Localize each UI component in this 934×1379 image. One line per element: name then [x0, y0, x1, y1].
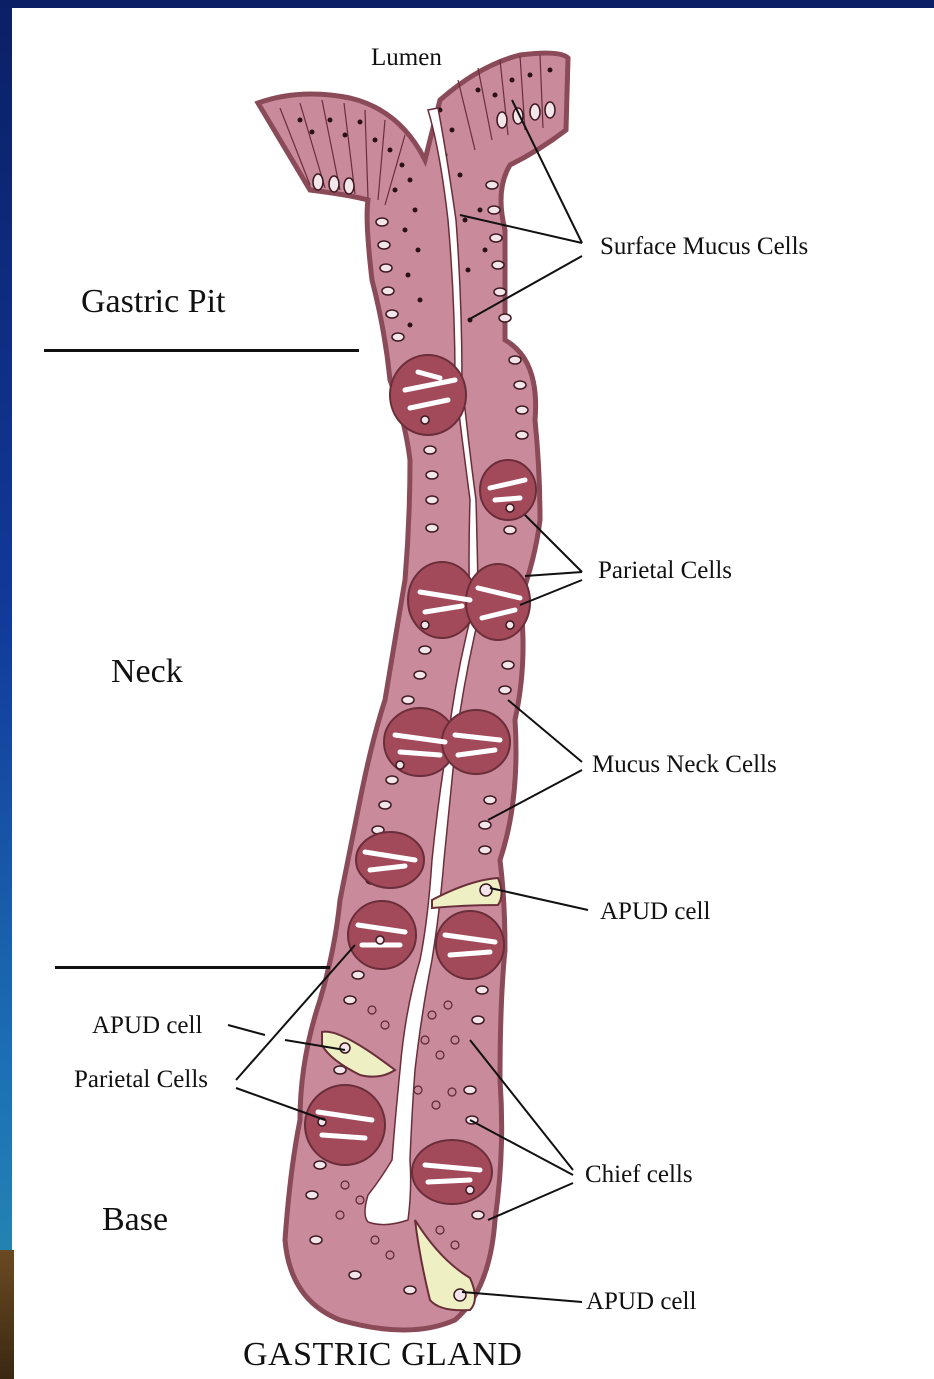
label-apud-cell-lower: APUD cell — [586, 1288, 696, 1316]
pit-neck-divider — [44, 349, 359, 352]
region-base: Base — [102, 1201, 168, 1239]
region-neck: Neck — [111, 653, 183, 691]
lumen-label: Lumen — [371, 44, 442, 72]
label-mucus-neck-cells: Mucus Neck Cells — [592, 751, 777, 779]
label-apud-cell-upper: APUD cell — [600, 898, 710, 926]
label-surface-mucus-cells: Surface Mucus Cells — [600, 233, 808, 261]
label-chief-cells: Chief cells — [585, 1161, 693, 1189]
label-parietal-cells-left: Parietal Cells — [74, 1066, 208, 1094]
neck-base-divider — [55, 966, 330, 969]
diagram-title: GASTRIC GLAND — [243, 1336, 522, 1374]
region-gastric-pit: Gastric Pit — [81, 283, 225, 321]
label-parietal-cells-right: Parietal Cells — [598, 557, 732, 585]
gland-outer-wall — [258, 53, 568, 1330]
label-apud-cell-left: APUD cell — [92, 1012, 202, 1040]
